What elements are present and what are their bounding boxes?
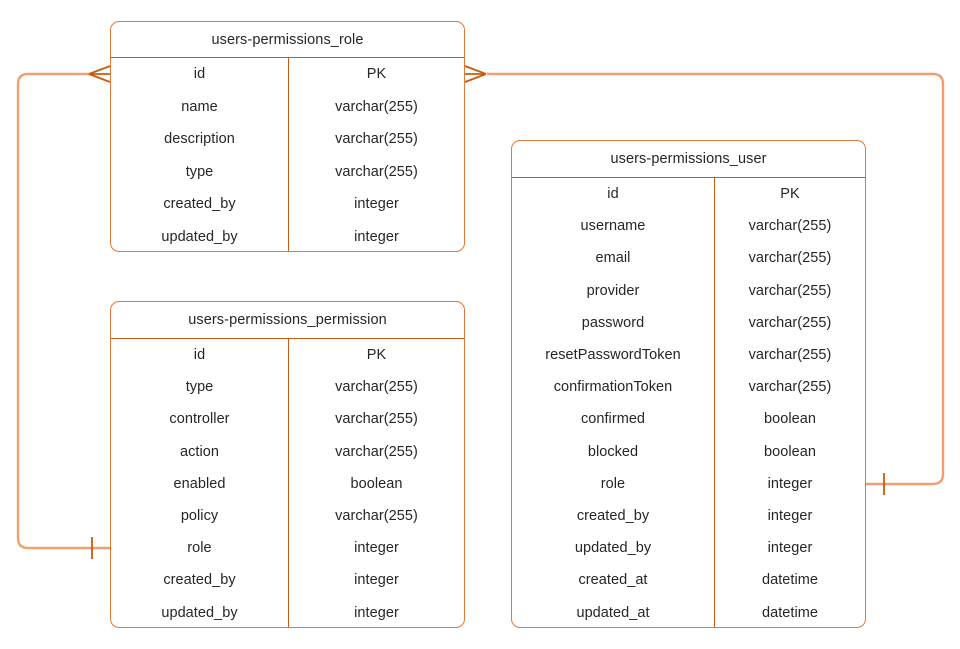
field-name: provider — [586, 282, 640, 299]
crowfoot-many-icon — [464, 65, 487, 83]
field-type: integer — [767, 540, 813, 557]
field-name: type — [185, 163, 214, 180]
entity-title: users-permissions_role — [111, 22, 464, 58]
field-type: integer — [767, 475, 813, 492]
field-name: enabled — [173, 475, 226, 492]
field-name: created_by — [163, 572, 236, 589]
field-type: varchar(255) — [748, 218, 832, 235]
field-type: boolean — [764, 411, 816, 428]
field-type-column: PK varchar(255) varchar(255) varchar(255) in… — [289, 58, 464, 251]
field-type: integer — [354, 196, 399, 213]
relationship-line — [16, 72, 110, 550]
field-name: id — [193, 347, 206, 364]
field-type: PK — [366, 66, 387, 83]
field-name: confirmed — [580, 411, 646, 428]
field-type: boolean — [764, 443, 816, 460]
field-name: updated_by — [161, 604, 238, 621]
field-name: role — [600, 475, 626, 492]
field-name: policy — [180, 508, 219, 525]
field-name: updated_by — [574, 540, 652, 557]
field-type: varchar(255) — [748, 250, 832, 267]
crowfoot-prong — [88, 65, 111, 75]
field-type: varchar(255) — [335, 98, 418, 115]
field-name: type — [185, 379, 214, 396]
field-type: varchar(255) — [748, 379, 832, 396]
field-name: id — [607, 186, 619, 203]
crowfoot-prong — [464, 65, 487, 75]
field-name: created_at — [578, 572, 648, 589]
field-type: integer — [354, 540, 399, 557]
field-type: varchar(255) — [335, 411, 418, 428]
field-name: password — [581, 314, 645, 331]
field-name-column: id type controller action enabled policy role c… — [111, 339, 289, 627]
field-name: blocked — [587, 443, 639, 460]
field-name: updated_by — [161, 228, 238, 245]
field-type: datetime — [761, 604, 818, 621]
field-type: integer — [767, 507, 813, 524]
crowfoot-many-icon — [88, 65, 111, 83]
field-name: created_by — [163, 196, 236, 213]
field-name: description — [164, 131, 235, 148]
entity-title: users-permissions_user — [512, 141, 865, 178]
field-type: PK — [780, 186, 800, 203]
field-name-column: id name description type created_by updated_b… — [111, 58, 289, 251]
relationship-role-to-permission[interactable] — [16, 65, 111, 559]
field-type: varchar(255) — [335, 508, 418, 525]
field-type: varchar(255) — [335, 131, 418, 148]
field-name: action — [180, 443, 219, 460]
field-name: updated_at — [576, 604, 650, 621]
field-type: varchar(255) — [335, 163, 418, 180]
field-type: varchar(255) — [335, 443, 418, 460]
field-type: integer — [354, 572, 399, 589]
entity-title: users-permissions_permission — [111, 302, 464, 339]
field-name-column: id username email provider password resetPass… — [512, 178, 715, 627]
crowfoot-prong — [464, 73, 487, 83]
field-name: email — [595, 250, 631, 267]
field-name: username — [580, 218, 646, 235]
field-type: boolean — [350, 475, 403, 492]
field-type: integer — [354, 228, 399, 245]
field-type: varchar(255) — [335, 379, 418, 396]
field-type: varchar(255) — [748, 314, 832, 331]
field-name: controller — [169, 411, 230, 428]
field-type: integer — [354, 604, 399, 621]
field-grid: id username email provider password resetPass… — [512, 178, 865, 627]
field-name: name — [181, 98, 218, 115]
field-type: varchar(255) — [748, 347, 832, 364]
field-type: PK — [366, 347, 387, 364]
field-type-column: PK varchar(255) varchar(255) varchar(255) va… — [715, 178, 865, 627]
field-type: datetime — [761, 572, 818, 589]
field-type: varchar(255) — [748, 282, 832, 299]
field-type-column: PK varchar(255) varchar(255) varchar(255) bo… — [289, 339, 464, 627]
field-grid: id name description type created_by updated_b… — [111, 58, 464, 251]
field-name: id — [193, 66, 206, 83]
field-name: created_by — [576, 507, 650, 524]
field-name: role — [187, 540, 212, 557]
crowfoot-prong — [88, 73, 111, 83]
field-name: confirmationToken — [553, 379, 673, 396]
field-grid: id type controller action enabled policy role c… — [111, 339, 464, 627]
field-name: resetPasswordToken — [545, 347, 681, 364]
